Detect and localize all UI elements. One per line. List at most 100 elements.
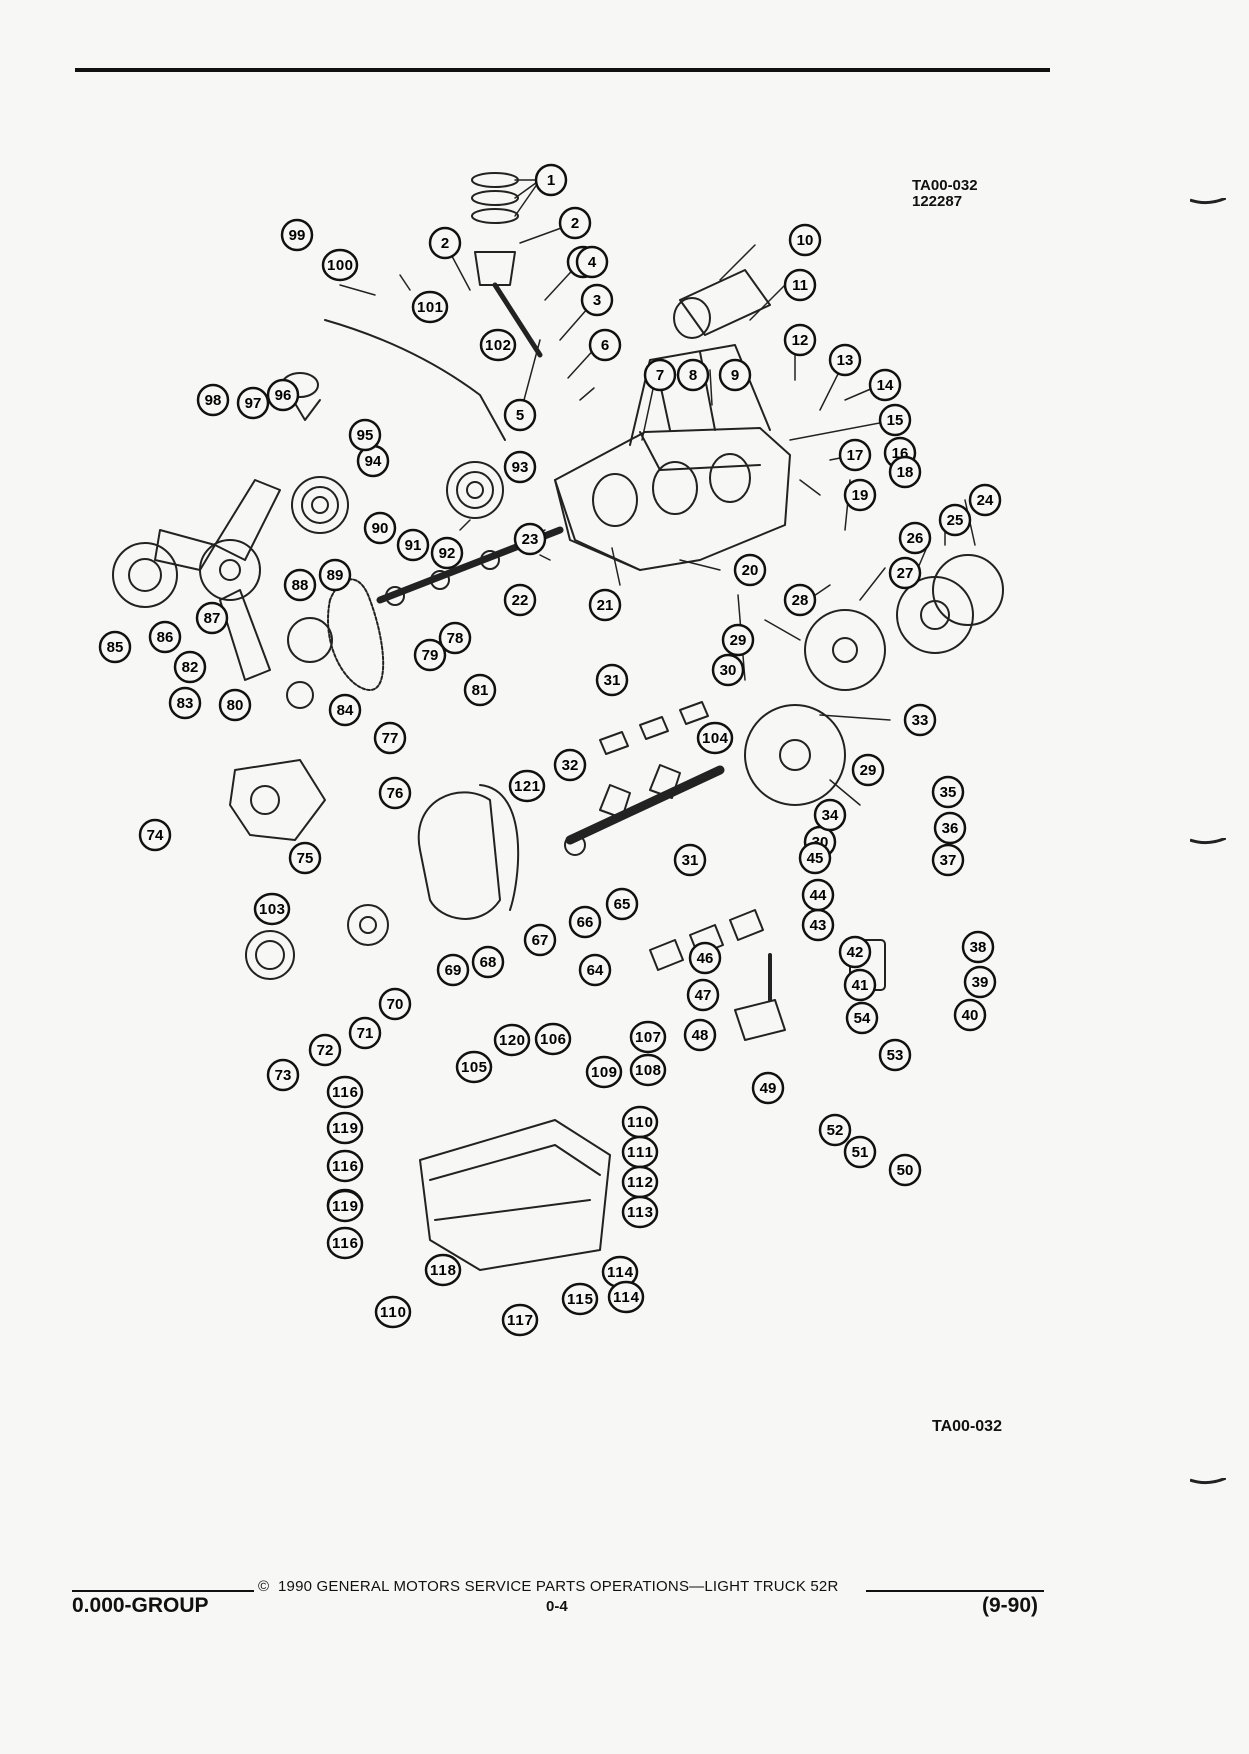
callout-12: 12 (783, 323, 817, 357)
svg-text:90: 90 (372, 520, 389, 537)
callout-66: 66 (568, 905, 602, 939)
callout-82: 82 (173, 650, 207, 684)
callout-88: 88 (283, 568, 317, 602)
svg-text:78: 78 (447, 630, 464, 647)
callout-27: 27 (888, 556, 922, 590)
svg-text:105: 105 (461, 1059, 487, 1076)
svg-text:70: 70 (387, 996, 404, 1013)
svg-text:102: 102 (485, 337, 511, 354)
callout-33: 33 (903, 703, 937, 737)
group-label: 0.000-GROUP (72, 1594, 209, 1617)
callout-70: 70 (378, 987, 412, 1021)
leader-lines (339, 179, 976, 806)
callout-53: 53 (878, 1038, 912, 1072)
svg-text:17: 17 (847, 447, 864, 464)
edge-mark (1190, 198, 1226, 205)
callout-106: 106 (534, 1022, 572, 1056)
svg-text:15: 15 (887, 412, 904, 429)
callout-9: 9 (718, 358, 752, 392)
callout-108: 108 (629, 1053, 667, 1087)
svg-text:30: 30 (720, 662, 737, 679)
callout-1: 1 (534, 163, 568, 197)
callout-32: 32 (553, 748, 587, 782)
svg-text:71: 71 (357, 1025, 374, 1042)
callout-118: 118 (424, 1253, 462, 1287)
svg-text:97: 97 (245, 395, 262, 412)
callout-38: 38 (961, 930, 995, 964)
svg-text:117: 117 (507, 1312, 533, 1329)
callout-116: 116 (326, 1075, 364, 1109)
callout-30: 30 (711, 653, 745, 687)
callout-45: 45 (798, 841, 832, 875)
figure-id-bottom: TA00-032 (932, 1418, 1002, 1435)
svg-text:113: 113 (627, 1204, 653, 1221)
svg-text:40: 40 (962, 1007, 979, 1024)
svg-text:87: 87 (204, 610, 221, 627)
svg-text:74: 74 (147, 827, 164, 844)
svg-text:25: 25 (947, 512, 964, 529)
callout-110: 110 (621, 1105, 659, 1139)
callout-64: 64 (578, 953, 612, 987)
svg-text:101: 101 (417, 299, 443, 316)
callout-24: 24 (968, 483, 1002, 517)
svg-text:66: 66 (577, 914, 594, 931)
callout-36: 36 (933, 811, 967, 845)
callout-65: 65 (605, 887, 639, 921)
callout-102: 102 (479, 328, 517, 362)
fan-clutch (112, 542, 178, 608)
svg-text:88: 88 (292, 577, 309, 594)
svg-text:20: 20 (742, 562, 759, 579)
svg-text:24: 24 (977, 492, 994, 509)
svg-text:34: 34 (822, 807, 839, 824)
svg-text:21: 21 (597, 597, 614, 614)
callout-83: 83 (168, 686, 202, 720)
callout-29: 29 (851, 753, 885, 787)
callout-2: 2 (428, 226, 462, 260)
callout-77: 77 (373, 721, 407, 755)
svg-text:82: 82 (182, 659, 199, 676)
callout-121: 121 (508, 769, 546, 803)
crankshaft (564, 764, 725, 856)
svg-text:116: 116 (332, 1084, 358, 1101)
callout-95: 95 (348, 418, 382, 452)
svg-text:27: 27 (897, 565, 914, 582)
callout-96: 96 (266, 378, 300, 412)
callout-98: 98 (196, 383, 230, 417)
fan (154, 479, 281, 681)
svg-text:83: 83 (177, 695, 194, 712)
callout-79: 79 (413, 638, 447, 672)
callout-49: 49 (751, 1071, 785, 1105)
callout-116: 116 (326, 1226, 364, 1260)
callout-92: 92 (430, 536, 464, 570)
callout-22: 22 (503, 583, 537, 617)
pressure-plate (932, 554, 1004, 626)
callout-113: 113 (621, 1195, 659, 1229)
edge-mark (1190, 838, 1226, 845)
svg-text:3: 3 (593, 292, 601, 309)
svg-text:81: 81 (472, 682, 489, 699)
svg-text:69: 69 (445, 962, 462, 979)
callout-74: 74 (138, 818, 172, 852)
callout-99: 99 (280, 218, 314, 252)
svg-text:110: 110 (627, 1114, 653, 1131)
svg-text:52: 52 (827, 1122, 844, 1139)
crank-sprocket (286, 681, 314, 709)
callout-8: 8 (676, 358, 710, 392)
svg-text:65: 65 (614, 896, 631, 913)
callout-31: 31 (595, 663, 629, 697)
svg-text:91: 91 (405, 537, 422, 554)
callout-44: 44 (801, 878, 835, 912)
svg-text:110: 110 (380, 1304, 406, 1321)
svg-text:76: 76 (387, 785, 404, 802)
timing-cover (417, 791, 501, 920)
callout-112: 112 (621, 1165, 659, 1199)
callout-19: 19 (843, 478, 877, 512)
callout-48: 48 (683, 1018, 717, 1052)
callout-117: 117 (501, 1303, 539, 1337)
callout-119: 119 (326, 1189, 364, 1223)
svg-text:93: 93 (512, 459, 529, 476)
svg-text:45: 45 (807, 850, 824, 867)
callout-69: 69 (436, 953, 470, 987)
callout-75: 75 (288, 841, 322, 875)
svg-text:38: 38 (970, 939, 987, 956)
